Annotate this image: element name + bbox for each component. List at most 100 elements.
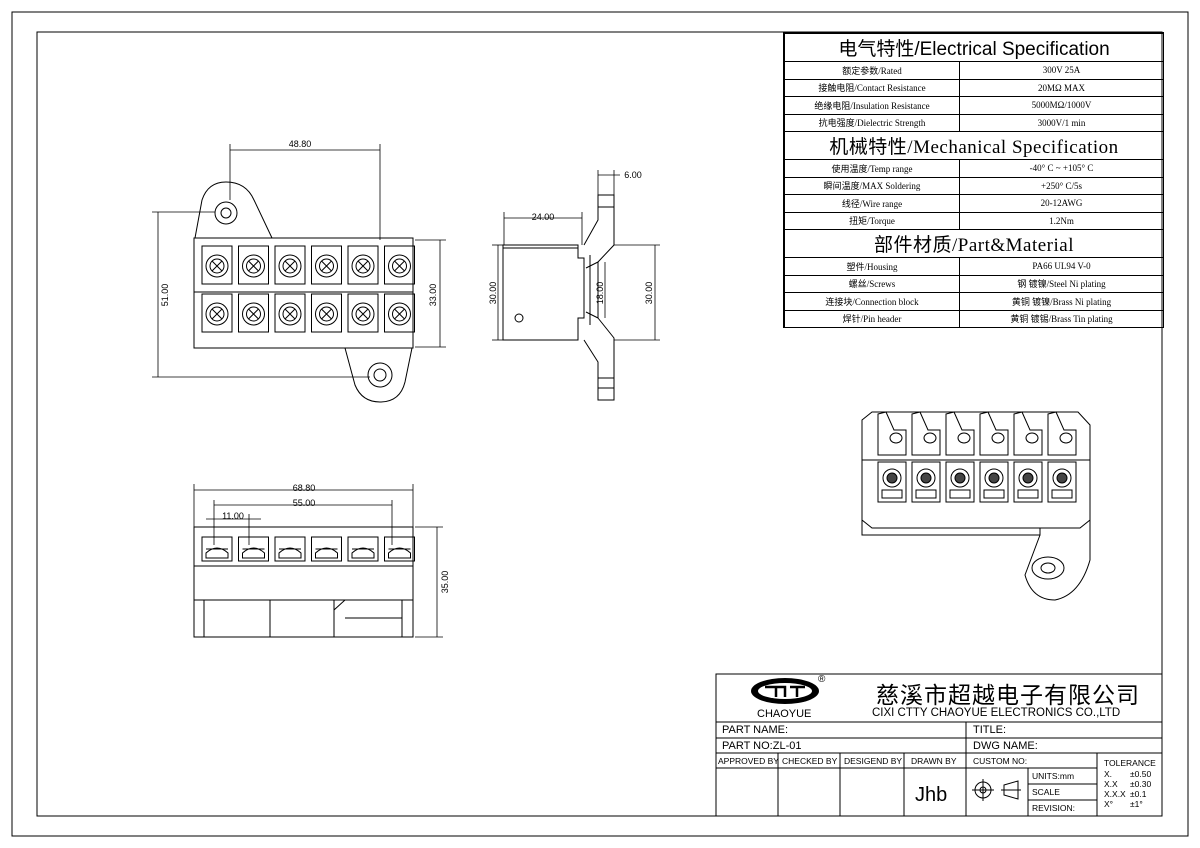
screw-head-icon bbox=[242, 254, 265, 278]
terminal-cell bbox=[201, 536, 233, 562]
terminal-cell bbox=[384, 293, 415, 333]
table-row: 使用温度/Temp range-40° C ~ +105° C bbox=[784, 159, 1164, 178]
iso-screw-center bbox=[954, 472, 966, 484]
screw-ring bbox=[319, 258, 334, 274]
iso-screw-icon bbox=[1059, 432, 1073, 444]
screw-slot bbox=[284, 308, 296, 320]
screw-ring bbox=[209, 306, 225, 322]
terminal-cell bbox=[347, 536, 379, 562]
screw-slot bbox=[394, 308, 405, 320]
screw-slot bbox=[357, 260, 369, 272]
iso-screw-head-icon bbox=[950, 468, 970, 488]
iso-clamp bbox=[949, 489, 971, 499]
bottom-view bbox=[193, 526, 414, 638]
spec-label: 连接块/Connection block bbox=[784, 292, 960, 311]
iso-terminal-cell bbox=[1047, 461, 1077, 503]
screw-slot bbox=[394, 260, 405, 272]
title-label: TITLE: bbox=[973, 724, 1007, 736]
spec-label: 螺丝/Screws bbox=[784, 274, 960, 293]
screw-ring bbox=[282, 258, 298, 274]
spec-label: 扭矩/Torque bbox=[784, 211, 960, 230]
tolerance-value: ±0.50 bbox=[1130, 769, 1152, 779]
front-dimensions bbox=[152, 144, 446, 378]
screw-ring bbox=[209, 258, 225, 274]
spec-label: 焊针/Pin header bbox=[784, 309, 960, 328]
spec-value: 钢 镀镍/Steel Ni plating bbox=[959, 274, 1164, 293]
bottom-dimensions bbox=[193, 484, 443, 638]
brand-name: CHAOYUE bbox=[757, 708, 812, 720]
spec-label: 绝缘电阻/Insulation Resistance bbox=[784, 96, 960, 115]
screw-head-icon bbox=[205, 254, 229, 278]
tolerance-key: X.X bbox=[1104, 779, 1118, 789]
screw-ring bbox=[246, 258, 261, 274]
spec-label: 使用温度/Temp range bbox=[784, 159, 960, 178]
screw-head-icon bbox=[388, 254, 411, 278]
iso-clamp bbox=[915, 489, 937, 499]
dim-side-height-right: 30.00 bbox=[644, 282, 654, 305]
projection-symbol-icon bbox=[972, 779, 1021, 801]
screw-slot bbox=[211, 308, 223, 320]
terminal-cell bbox=[347, 293, 379, 333]
iso-terminal-cell bbox=[877, 461, 907, 503]
spec-value: 5000MΩ/1000V bbox=[959, 96, 1164, 115]
iso-barrier bbox=[1047, 411, 1077, 456]
tolerance-key: X. bbox=[1104, 769, 1113, 779]
spec-label: 塑件/Housing bbox=[784, 257, 960, 276]
iso-barrier bbox=[945, 411, 975, 456]
iso-terminal-cell bbox=[979, 461, 1009, 503]
table-row: 瞬间温度/MAX Soldering+250° C/5s bbox=[784, 176, 1164, 195]
tolerance-row: X.±0.50 X.X±0.30 X.X.X±0.1 X°±1° bbox=[1104, 769, 1151, 809]
screw-head-icon bbox=[351, 302, 375, 326]
spec-label: 接触电阻/Contact Resistance bbox=[784, 78, 960, 97]
dim-front-width: 48.80 bbox=[289, 139, 312, 149]
drawn-by-label: DRAWN BY bbox=[911, 756, 957, 766]
side-dimensions bbox=[492, 170, 660, 341]
approved-by-label: APPROVED BY bbox=[718, 756, 779, 766]
terminal-cell bbox=[274, 536, 306, 562]
spec-value: -40° C ~ +105° C bbox=[959, 159, 1164, 178]
spec-value: 20-12AWG bbox=[959, 194, 1164, 213]
custom-no-label: CUSTOM NO: bbox=[973, 756, 1028, 766]
iso-screw-center bbox=[1022, 472, 1034, 484]
front-terminals bbox=[201, 245, 415, 333]
material-spec-title: 部件材质/Part&Material bbox=[784, 229, 1164, 258]
iso-terminal-cell bbox=[911, 461, 941, 503]
scale-label: SCALE bbox=[1032, 787, 1060, 797]
tolerance-title: TOLERANCE bbox=[1104, 758, 1156, 768]
spec-value: 3000V/1 min bbox=[959, 113, 1164, 132]
iso-screw-icon bbox=[1025, 432, 1039, 444]
specification-table: 电气特性/Electrical Specification 额定参数/Rated… bbox=[783, 32, 1164, 328]
spec-value: 1.2Nm bbox=[959, 211, 1164, 230]
tolerance-value: ±0.1 bbox=[1130, 789, 1147, 799]
terminal-cell bbox=[311, 245, 342, 285]
screw-slot bbox=[321, 308, 332, 320]
iso-screw-center bbox=[920, 472, 932, 484]
isometric-terminals bbox=[877, 411, 1077, 503]
dim-side-flange: 6.00 bbox=[624, 170, 642, 180]
dim-bottom-pitch: 11.00 bbox=[222, 511, 244, 521]
iso-screw-icon bbox=[991, 432, 1005, 444]
spec-label: 抗电强度/Dielectric Strength bbox=[784, 113, 960, 132]
screw-ring bbox=[282, 306, 298, 322]
iso-clamp bbox=[881, 489, 903, 499]
front-view bbox=[193, 181, 414, 403]
iso-barrier bbox=[911, 411, 941, 456]
iso-screw-head-icon bbox=[882, 468, 902, 488]
screw-head-icon bbox=[278, 254, 302, 278]
iso-screw-center bbox=[1056, 472, 1068, 484]
terminal-cell bbox=[384, 245, 415, 285]
terminal-cell bbox=[274, 245, 306, 285]
iso-screw-head-icon bbox=[916, 468, 936, 488]
iso-barrier bbox=[1013, 411, 1043, 456]
iso-clamp bbox=[983, 489, 1005, 499]
screw-head-icon bbox=[205, 302, 229, 326]
screw-slot bbox=[248, 260, 259, 272]
tolerance-value: ±1° bbox=[1130, 799, 1143, 809]
iso-screw-center bbox=[886, 472, 898, 484]
terminal-cell bbox=[201, 245, 233, 285]
